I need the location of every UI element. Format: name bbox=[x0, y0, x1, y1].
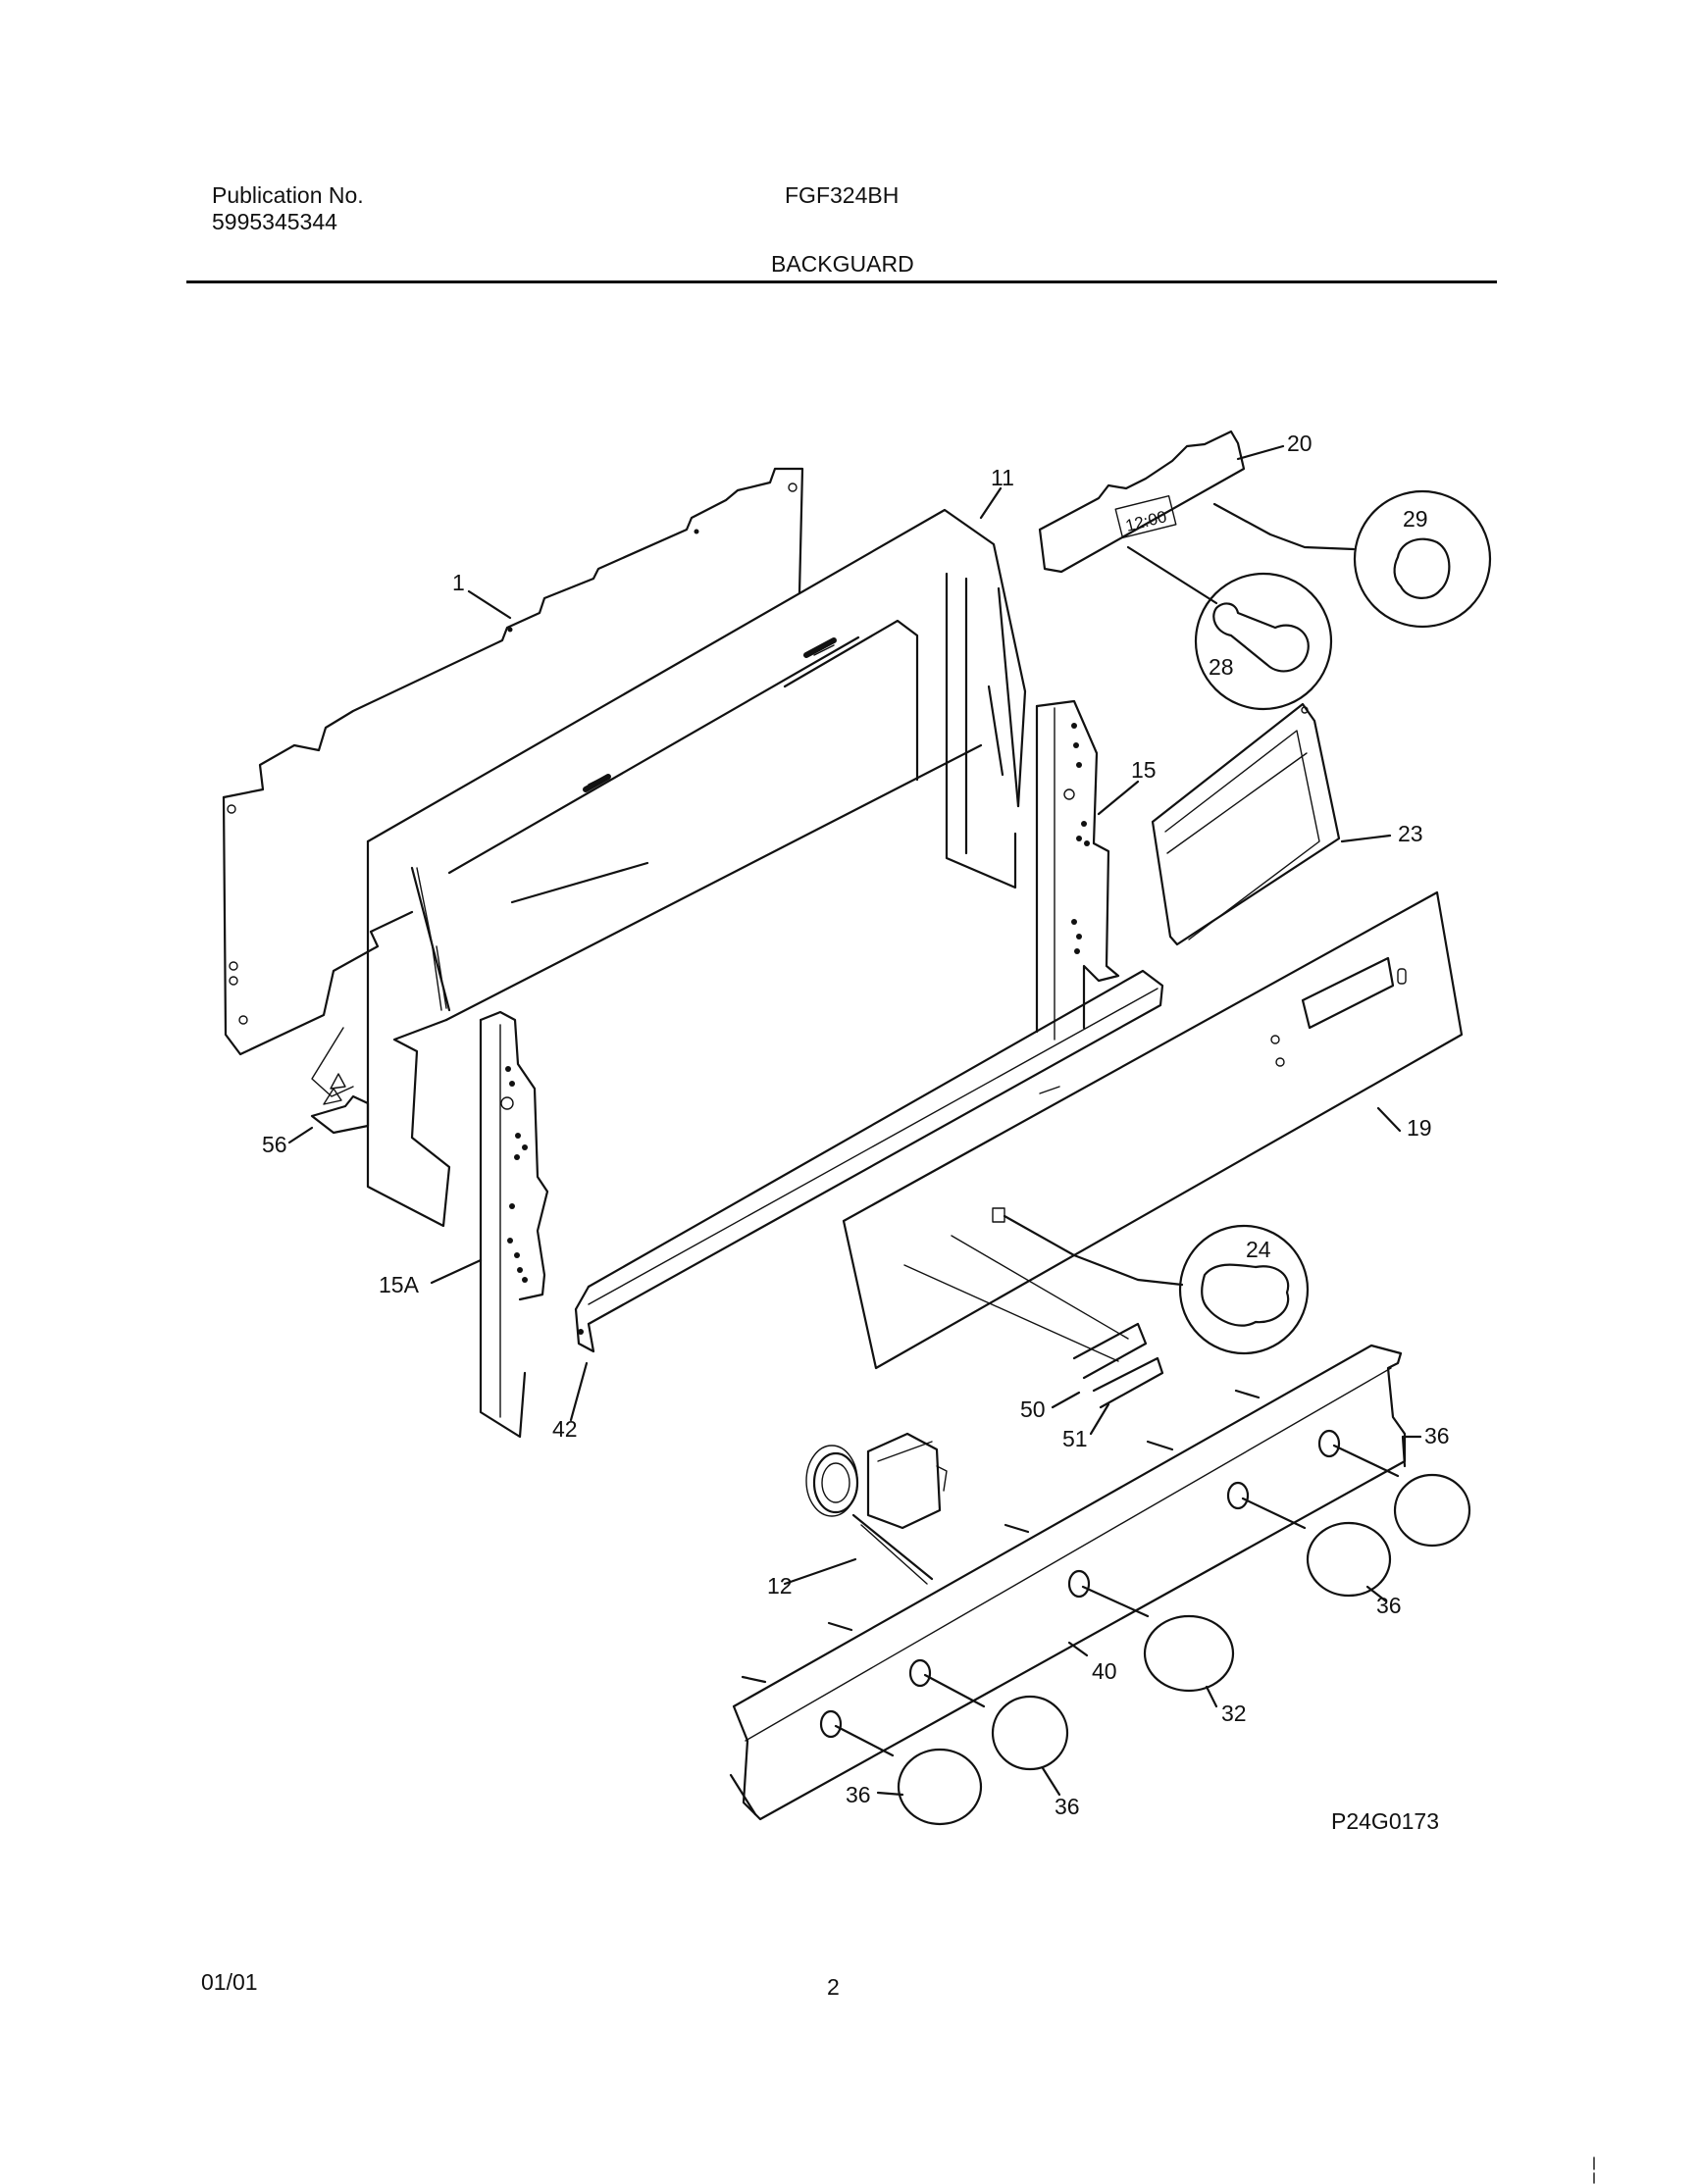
part-15-right-bracket bbox=[1035, 699, 1120, 1041]
model-number: FGF324BH bbox=[785, 182, 900, 208]
footer-page-number: 2 bbox=[827, 1974, 840, 2000]
callout-36-left: 36 bbox=[846, 1782, 871, 1807]
part-40-manifold-panel bbox=[729, 1344, 1407, 1821]
callout-28: 28 bbox=[1209, 654, 1234, 680]
callout-15: 15 bbox=[1131, 757, 1157, 783]
callout-40: 40 bbox=[1092, 1658, 1117, 1684]
header-rule bbox=[186, 280, 1497, 283]
callout-42: 42 bbox=[552, 1416, 578, 1442]
callout-12: 12 bbox=[767, 1573, 793, 1599]
callout-32: 32 bbox=[1221, 1701, 1247, 1726]
publication-label: Publication No. bbox=[212, 182, 364, 208]
callout-1: 1 bbox=[452, 570, 465, 595]
part-15a-left-bracket bbox=[479, 1010, 549, 1439]
callout-labels: 1 11 20 29 28 15 23 19 56 15A 42 24 50 5… bbox=[262, 431, 1450, 1834]
callout-36-mid: 36 bbox=[1376, 1593, 1402, 1618]
detail-circle-29 bbox=[1212, 489, 1492, 629]
detail-circle-24 bbox=[1003, 1214, 1310, 1355]
part-11-frame bbox=[366, 508, 1027, 1228]
callout-50: 50 bbox=[1020, 1397, 1046, 1422]
callout-23: 23 bbox=[1398, 821, 1423, 846]
callout-19: 19 bbox=[1407, 1115, 1432, 1141]
part-50-51-harness bbox=[903, 1207, 1164, 1409]
part-12-thermostat bbox=[805, 1432, 948, 1585]
part-56-clip bbox=[310, 1088, 370, 1135]
drawing-number: P24G0173 bbox=[1331, 1808, 1439, 1834]
part-42-trim bbox=[574, 969, 1164, 1353]
callout-36-right: 36 bbox=[1424, 1423, 1450, 1448]
section-title: BACKGUARD bbox=[771, 251, 914, 277]
callout-20: 20 bbox=[1287, 431, 1313, 456]
part-23-panel bbox=[1151, 702, 1341, 946]
part-19-control-panel bbox=[842, 890, 1464, 1370]
publication-number: 5995345344 bbox=[212, 209, 337, 234]
clock-display-text: 12:00 bbox=[1123, 507, 1168, 535]
callout-24: 24 bbox=[1246, 1237, 1271, 1262]
part-1-back-panel bbox=[222, 467, 804, 1097]
control-knobs bbox=[834, 1444, 1471, 1826]
callout-56: 56 bbox=[262, 1132, 287, 1157]
leader-lines bbox=[287, 444, 1422, 1797]
detail-circle-28 bbox=[1126, 545, 1333, 711]
callout-15a: 15A bbox=[379, 1272, 420, 1297]
footer-date: 01/01 bbox=[201, 1969, 258, 1995]
callout-51: 51 bbox=[1062, 1426, 1088, 1451]
callout-36-center: 36 bbox=[1055, 1794, 1080, 1819]
part-20-clock-overlay: 12:00 bbox=[1038, 430, 1246, 574]
callout-29: 29 bbox=[1403, 506, 1428, 532]
callout-11: 11 bbox=[991, 465, 1014, 490]
